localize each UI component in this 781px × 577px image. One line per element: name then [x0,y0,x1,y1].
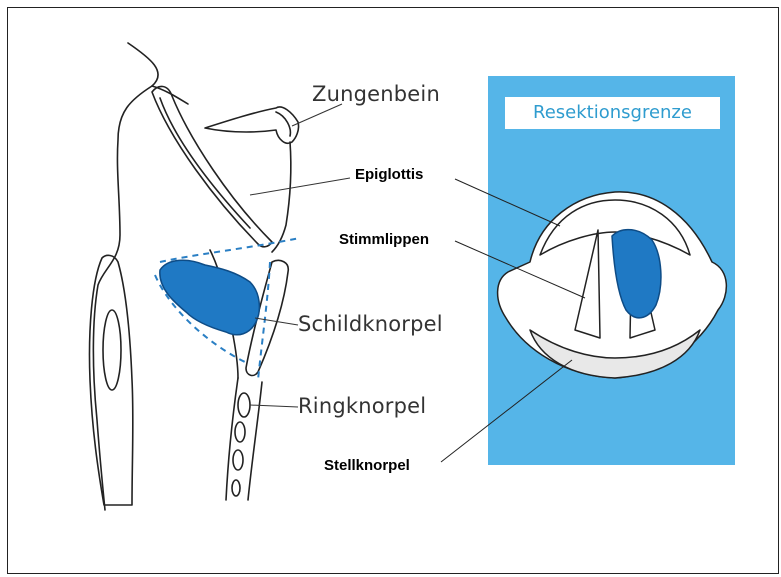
cricoid-ring [238,393,250,417]
anterior-outline [272,142,291,252]
epiglottis-shape [152,86,272,246]
label-ringknorpel: Ringknorpel [298,394,426,418]
hyoid-bone [205,107,299,143]
tracheal-ring-3 [232,480,240,496]
label-schildknorpel: Schildknorpel [298,312,443,336]
leader-lines-left [250,104,350,407]
label-stellknorpel: Stellknorpel [324,457,410,474]
tumor-left [160,260,260,335]
hyoid-inner [276,112,290,136]
posterior-outline [93,43,158,510]
label-epiglottis: Epiglottis [355,166,423,183]
tracheal-ring-1 [235,422,245,442]
label-zungenbein: Zungenbein [312,82,440,106]
tracheal-ring-2 [233,450,243,470]
resection-panel-title: Resektionsgrenze [505,97,720,129]
vertebral-foramen [103,310,121,390]
label-stimmlippen: Stimmlippen [339,231,429,248]
tongue-base-outline [152,86,188,104]
